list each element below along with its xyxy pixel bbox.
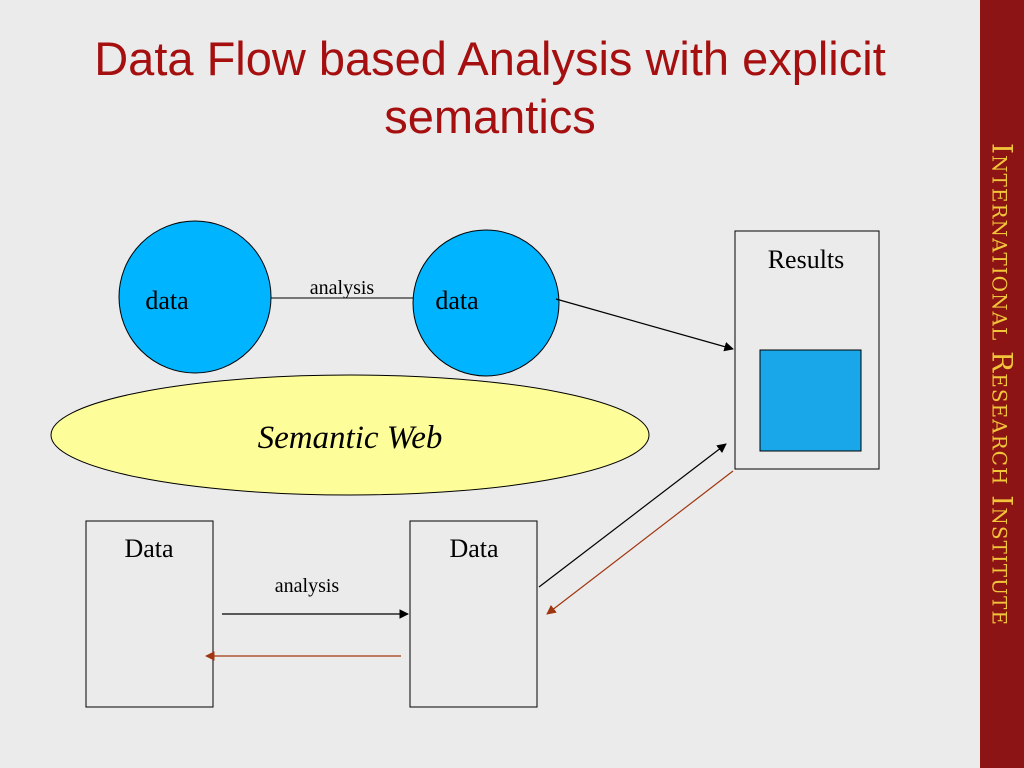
results-label: Results — [768, 245, 845, 274]
data-circle-right — [412, 229, 560, 377]
analysis-label-top: analysis — [310, 277, 375, 299]
arrow-circle-to-results — [555, 298, 734, 352]
side-banner — [980, 0, 1024, 768]
arrow-data-to-results — [538, 443, 727, 588]
data-circle-left — [118, 220, 272, 374]
slide-title: Data Flow based Analysis with explicit s… — [94, 32, 886, 143]
data-box-left-label: Data — [124, 534, 174, 563]
side-banner-text: International Research Institute — [985, 142, 1019, 626]
data-box-right — [409, 520, 538, 708]
analysis-label-bottom: analysis — [275, 575, 340, 597]
data-circle-left-label: data — [145, 286, 189, 315]
arrow-results-to-data — [546, 470, 734, 615]
data-box-right-label: Data — [449, 534, 499, 563]
semantic-web-label: Semantic Web — [258, 420, 443, 456]
data-box-left — [85, 520, 214, 708]
results-square — [759, 349, 862, 452]
data-circle-right-label: data — [435, 286, 479, 315]
semantic-web-ellipse — [50, 374, 650, 496]
